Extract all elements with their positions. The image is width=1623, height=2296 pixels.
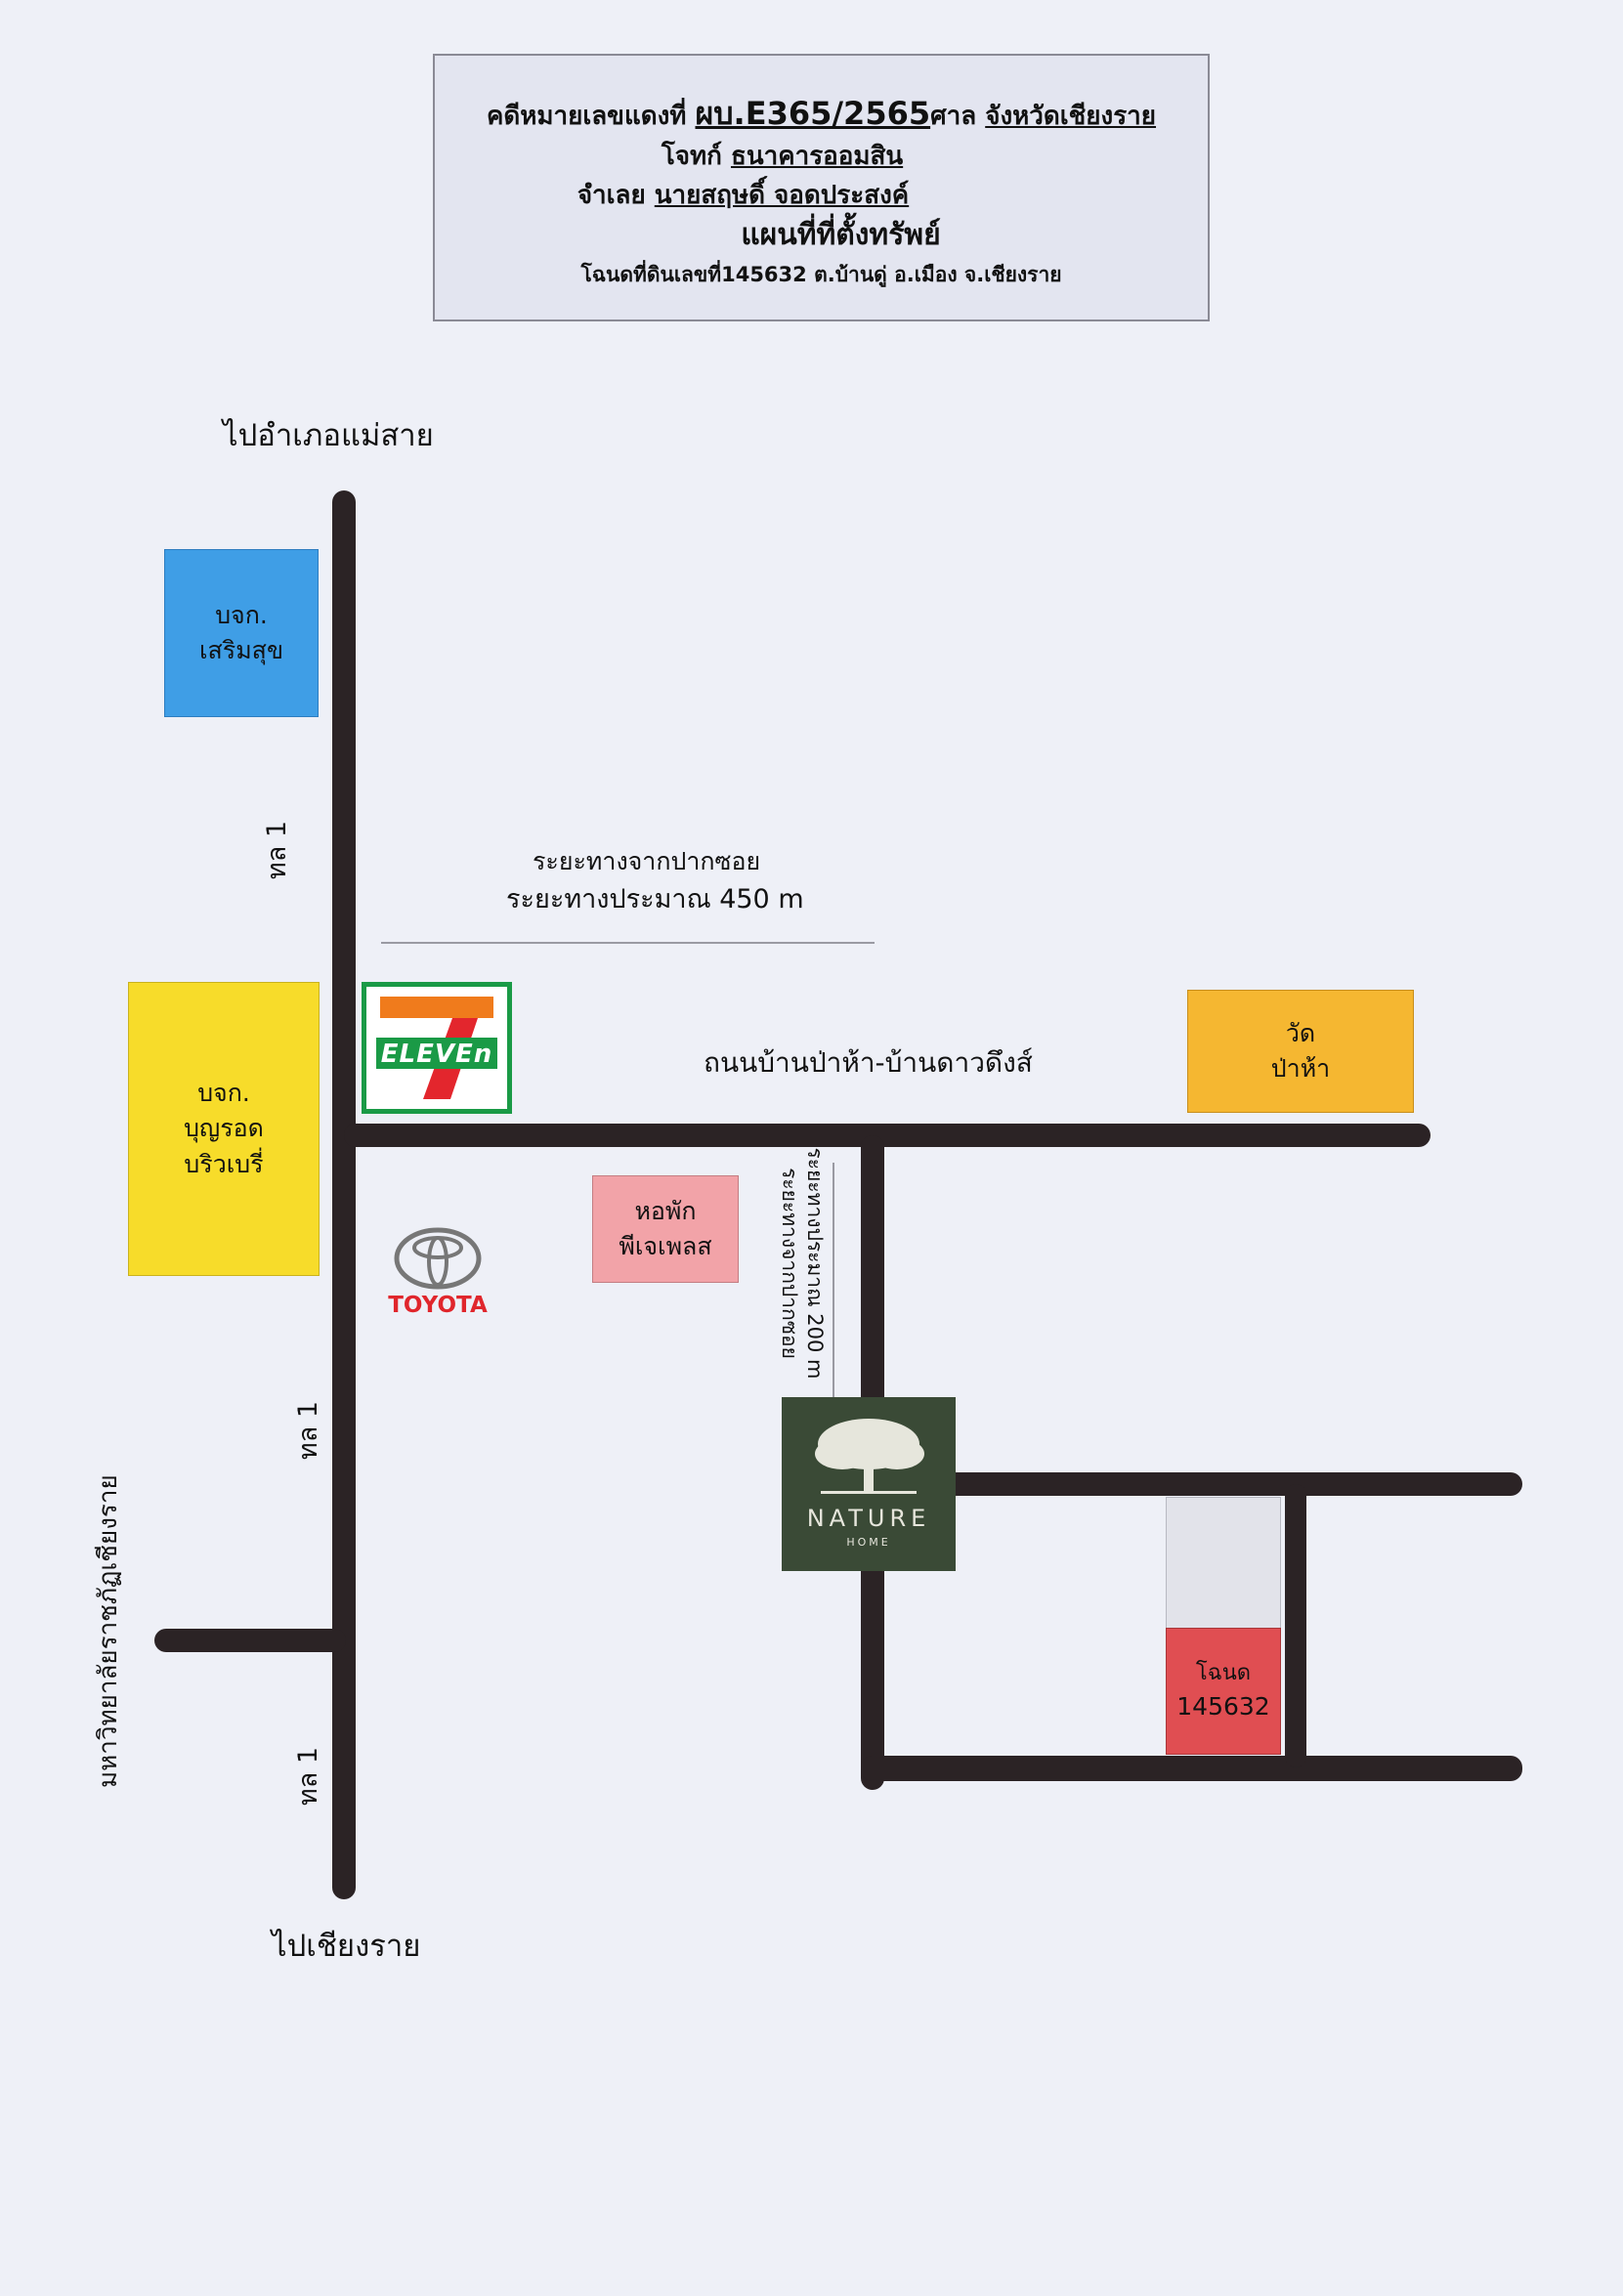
- branch-road-lower: [861, 1756, 1522, 1781]
- deed-line2: 145632: [1176, 1691, 1270, 1721]
- boonrod-line3: บริวเบรี่: [184, 1149, 264, 1178]
- nature-sub-text: HOME: [846, 1536, 891, 1549]
- university-label: มหาวิทยาลัยราชภัฏเชียงราย: [94, 1474, 123, 1788]
- seven-eleven-text: ELEVEn: [380, 1040, 493, 1069]
- distance-top-line2: ระยะทางประมาณ 450 m: [506, 877, 804, 919]
- temple-line1: วัด: [1285, 1018, 1316, 1047]
- seven-eleven-icon: [376, 997, 497, 1099]
- road-name-label: ถนนบ้านป่าห้า-บ้านดาวดึงส์: [704, 1046, 1033, 1079]
- defendant-line: จำเลย นายสฤษดิ์ จอดประสงค์: [357, 175, 1130, 215]
- case-info-box: คดีหมายเลขแดงที่ ผบ.E365/2565ศาล จังหวัด…: [433, 54, 1210, 321]
- plaintiff-prefix: โจทก์: [661, 142, 731, 171]
- highway-label-bottom: ทล 1: [293, 1746, 323, 1807]
- sermsuk-line1: บจก.: [215, 600, 268, 629]
- map-title: แผนที่ที่ตั้งทรัพย์: [741, 218, 941, 252]
- deed-145632-plot: โฉนด 145632: [1166, 1628, 1281, 1755]
- case-number: ผบ.E365/2565: [695, 95, 931, 132]
- ban-pa-ha-road: [344, 1124, 1431, 1147]
- distance-top-value: ระยะทางประมาณ 450 m: [506, 884, 804, 914]
- dorm-line1: หอพัก: [634, 1196, 697, 1225]
- temple-line2: ป่าห้า: [1270, 1054, 1331, 1083]
- nature-home-logo: NATURE HOME: [782, 1397, 956, 1571]
- deed-info: โฉนดที่ดินเลขที่145632 ต.บ้านดู่ อ.เมือง…: [580, 263, 1062, 286]
- deed-line1: โฉนด: [1195, 1660, 1252, 1685]
- toyota-logo: TOYOTA: [386, 1226, 490, 1324]
- to-mae-sai-label: ไปอำเภอแม่สาย: [223, 418, 434, 453]
- branch-road-upper: [938, 1472, 1522, 1496]
- toyota-emblem-icon: [394, 1227, 482, 1290]
- plot-side-road: [1285, 1484, 1306, 1767]
- boonrod-brewery: บจก. บุญรอด บริวเบรี่: [128, 982, 320, 1276]
- sermsuk-company: บจก. เสริมสุข: [164, 549, 319, 717]
- tree-icon: [815, 1419, 924, 1494]
- nature-text: NATURE: [806, 1505, 931, 1532]
- highway-label-top: ทล 1: [262, 820, 292, 880]
- highway-1-road: [332, 490, 356, 1899]
- highway-label-mid: ทล 1: [293, 1400, 323, 1461]
- boonrod-line2: บุญรอด: [184, 1114, 264, 1143]
- distance-guide-vertical: [833, 1163, 834, 1397]
- distance-side-line2: ระยะทางประมาณ 200 m: [803, 1147, 827, 1380]
- boonrod-line1: บจก.: [197, 1079, 250, 1108]
- case-prefix: คดีหมายเลขแดงที่: [486, 102, 696, 131]
- wat-pa-ha-temple: วัด ป่าห้า: [1187, 990, 1414, 1113]
- sermsuk-line2: เสริมสุข: [198, 636, 284, 664]
- university-road: [154, 1629, 346, 1652]
- toyota-text: TOYOTA: [388, 1293, 488, 1318]
- court-prefix: ศาล: [930, 102, 986, 131]
- case-line: คดีหมายเลขแดงที่ ผบ.E365/2565ศาล จังหวัด…: [435, 89, 1208, 139]
- defendant-prefix: จำเลย: [577, 181, 655, 210]
- defendant-name: นายสฤษดิ์ จอดประสงค์: [654, 181, 910, 210]
- seven-eleven-logo: ELEVEn: [362, 982, 512, 1114]
- to-chiang-rai-label: ไปเชียงราย: [272, 1929, 421, 1964]
- land-plot: [1166, 1497, 1281, 1629]
- court-name: จังหวัดเชียงราย: [985, 102, 1157, 131]
- distance-top-line1: ระยะทางจากปากซอย: [533, 847, 761, 875]
- distance-guide-horizontal: [381, 942, 875, 944]
- plaintiff-line: โจทก์ ธนาคารออมสิน: [396, 136, 1169, 176]
- dorm-line2: พีเจเพลส: [619, 1232, 712, 1260]
- pj-place-dormitory: หอพัก พีเจเพลส: [592, 1175, 739, 1283]
- plaintiff-name: ธนาคารออมสิน: [730, 142, 904, 171]
